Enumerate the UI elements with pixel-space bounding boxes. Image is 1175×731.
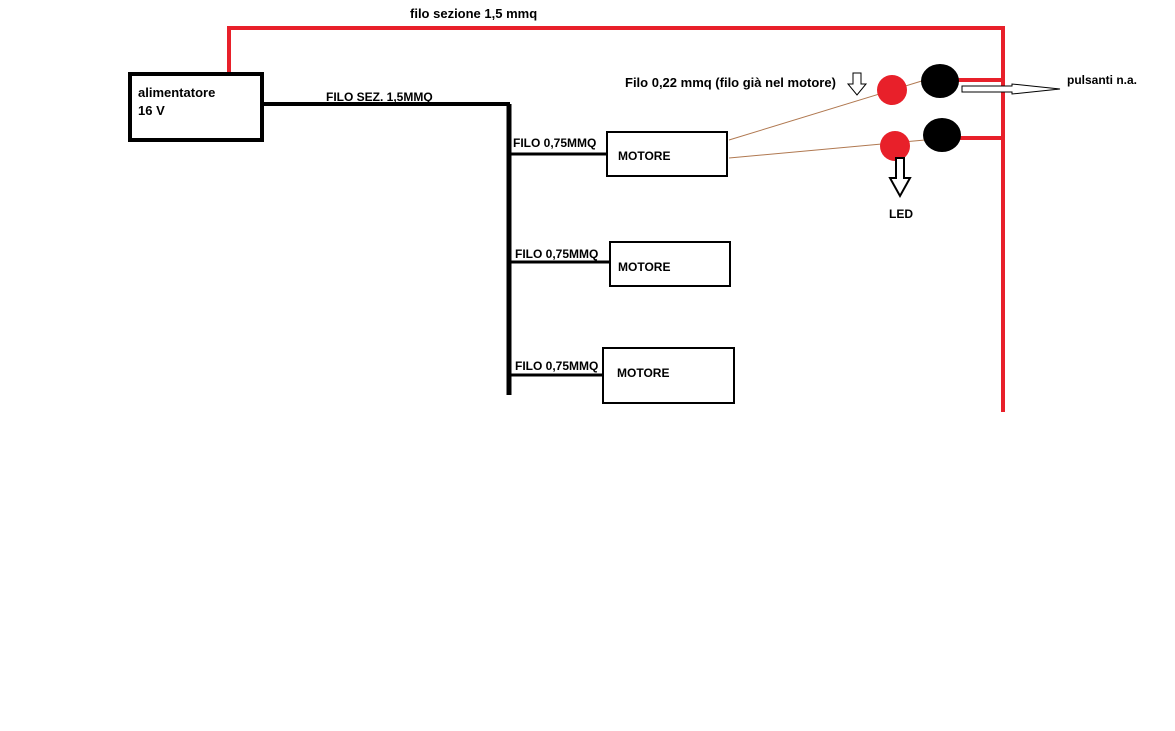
psu-label-line1: alimentatore [138,85,216,100]
motor-label-3: MOTORE [617,366,670,380]
power-supply-box [128,72,264,142]
motor-box-3 [602,347,735,404]
led-arrow-icon [888,157,912,199]
branch-wire-label-1: FILO 0,75MMQ [513,136,597,150]
down-arrow-icon [846,72,868,96]
pushbutton-1 [921,64,959,98]
red-wire-label: filo sezione 1,5 mmq [410,6,538,21]
branch-wire-label-2: FILO 0,75MMQ [515,247,599,261]
led-dot-1 [877,75,907,105]
pushbutton-arrow-icon [961,83,1061,95]
psu-label-line2: 16 V [138,103,165,118]
red-wire [227,26,1005,412]
pushbuttons-label: pulsanti n.a. [1067,73,1138,87]
motor-box-2 [609,241,731,287]
led-label: LED [889,207,913,221]
branch-wire-label-3: FILO 0,75MMQ [515,359,599,373]
pushbutton-2 [923,118,961,152]
motor-label-2: MOTORE [618,260,671,274]
motor-label-1: MOTORE [618,149,671,163]
black-wire-label: FILO SEZ. 1,5MMQ [326,90,433,104]
thin-wire-label: Filo 0,22 mmq (filo già nel motore) [625,75,836,90]
led-dot-2 [880,131,910,161]
motor-box-1 [606,131,728,177]
